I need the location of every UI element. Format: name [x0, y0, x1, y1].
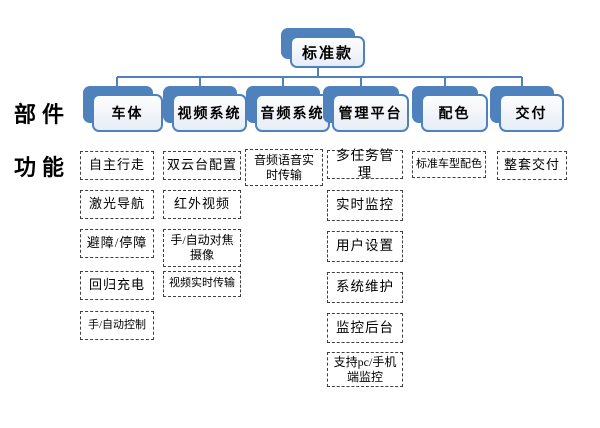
feature-box: 双云台配置	[163, 151, 241, 180]
category-label: 交付	[499, 94, 564, 132]
feature-box: 激光导航	[80, 190, 154, 219]
feature-box: 监控后台	[327, 313, 403, 343]
category-box-color-scheme: 配色	[412, 86, 488, 132]
category-box-delivery: 交付	[490, 86, 564, 132]
feature-box: 手/自动控制	[80, 311, 154, 340]
row-label-parts: 部件	[14, 102, 71, 127]
feature-box: 标准车型配色	[412, 151, 486, 178]
root-node: 标准款	[281, 28, 365, 68]
category-label: 车体	[92, 94, 163, 132]
feature-box: 自主行走	[80, 151, 154, 180]
feature-box: 整套交付	[497, 151, 567, 180]
feature-box: 多任务管理	[327, 148, 403, 180]
feature-box: 系统维护	[327, 272, 403, 303]
feature-box: 红外视频	[163, 190, 241, 219]
feature-box: 支持pc/手机端监控	[327, 352, 403, 387]
feature-box: 手/自动对焦摄像	[163, 229, 241, 267]
feature-box: 视频实时传输	[163, 271, 241, 297]
feature-box: 避障/停障	[80, 229, 154, 258]
root-node-label: 标准款	[290, 36, 365, 68]
row-label-functions: 功能	[14, 155, 71, 180]
feature-box: 实时监控	[327, 190, 403, 221]
category-box-body: 车体	[83, 86, 163, 132]
feature-box: 回归充电	[80, 271, 154, 300]
category-box-audio-system: 音频系统	[246, 86, 330, 132]
category-label: 管理平台	[332, 94, 409, 132]
category-box-management-platform: 管理平台	[323, 86, 409, 132]
feature-box: 音频语音实时传输	[245, 149, 323, 186]
category-label: 视频系统	[172, 94, 247, 132]
category-label: 音频系统	[255, 94, 330, 132]
category-label: 配色	[421, 94, 488, 132]
feature-box: 用户设置	[327, 231, 403, 262]
category-box-video-system: 视频系统	[163, 86, 247, 132]
